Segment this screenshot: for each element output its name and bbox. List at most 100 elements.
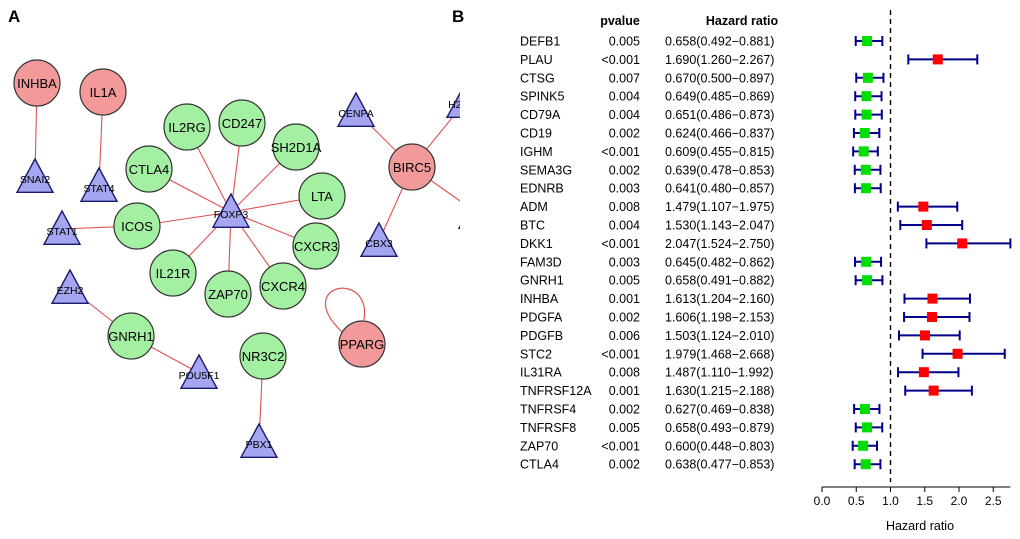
- gene-name: TNFRSF4: [520, 403, 576, 417]
- node-label: CENPA: [338, 108, 373, 120]
- x-tick-label: 1.5: [916, 494, 933, 508]
- gene-name: PDGFB: [520, 329, 563, 343]
- hazard-ratio-cell: 0.600(0.448−0.803): [665, 439, 774, 453]
- hr-point-marker: [927, 312, 938, 322]
- node-label: PPARG: [340, 337, 385, 352]
- node-nr3c2: NR3C2: [239, 332, 287, 380]
- gene-name: SEMA3G: [520, 163, 572, 177]
- node-il2rg: IL2RG: [163, 103, 211, 151]
- hazard-ratio-cell: 1.690(1.260−2.267): [665, 53, 774, 67]
- node-label: STAT1: [46, 226, 77, 238]
- gene-circle-shape: [13, 59, 61, 107]
- pvalue-cell: 0.002: [609, 163, 640, 177]
- forest-row: CD79A 0.004 0.651(0.486−0.873): [520, 108, 883, 122]
- gene-name: IL31RA: [520, 366, 562, 380]
- gene-circle-shape: [113, 202, 161, 250]
- hr-point-marker: [860, 164, 871, 175]
- gene-circle-shape: [239, 332, 287, 380]
- node-label: EZH2: [57, 285, 84, 297]
- pvalue-cell: 0.008: [609, 200, 640, 214]
- hr-point-marker: [927, 293, 938, 304]
- hr-point-marker: [860, 459, 871, 470]
- hr-point-marker: [861, 109, 872, 120]
- node-il21r: IL21R: [149, 249, 197, 297]
- pvalue-cell: 0.004: [609, 90, 640, 104]
- tf-triangle-shape: [457, 224, 460, 230]
- gene-name: CD79A: [520, 108, 561, 122]
- hazard-ratio-cell: 0.624(0.466−0.837): [665, 127, 774, 141]
- x-tick-label: 0.0: [814, 494, 831, 508]
- pvalue-cell: 0.006: [609, 329, 640, 343]
- gene-name: IGHM: [520, 145, 553, 159]
- pvalue-cell: 0.002: [609, 127, 640, 141]
- gene-circle-shape: [204, 270, 252, 318]
- hazard-ratio-cell: 1.503(1.124−2.010): [665, 329, 774, 343]
- node-cenpa: CENPA: [336, 91, 376, 128]
- hr-point-marker: [859, 128, 870, 138]
- gene-circle-shape: [125, 145, 173, 193]
- pvalue-cell: 0.007: [609, 71, 640, 85]
- gene-name: GNRH1: [520, 274, 564, 288]
- node-pbx1: PBX1: [239, 422, 279, 458]
- forest-row: PDGFB 0.006 1.503(1.124−2.010): [520, 329, 961, 343]
- gene-name: EDNRB: [520, 182, 564, 196]
- node-stat1: STAT1: [42, 209, 82, 246]
- node-inhba: INHBA: [13, 59, 61, 107]
- gene-circle-shape: [149, 249, 197, 297]
- node-label: SH2D1A: [271, 140, 322, 155]
- hr-point-marker: [862, 36, 873, 46]
- gene-circle-shape: [298, 172, 346, 220]
- hazard-ratio-cell: 0.651(0.486−0.873): [665, 108, 774, 122]
- gene-name: TNFRSF8: [520, 421, 576, 435]
- gene-name: DEFB1: [520, 35, 560, 49]
- node-label: CTLA4: [129, 162, 169, 177]
- gene-circle-shape: [79, 68, 127, 116]
- gene-name: TNFRSF12A: [520, 384, 592, 398]
- node-snai2: SNAI2: [15, 157, 55, 194]
- node-foxp3: FOXP3: [211, 192, 251, 229]
- hazard-ratio-cell: 1.630(1.215−2.188): [665, 384, 774, 398]
- hr-point-marker: [858, 440, 869, 451]
- hr-point-marker: [860, 183, 871, 194]
- gene-name: PLAU: [520, 53, 553, 67]
- node-label: H2AFX: [448, 99, 460, 111]
- pvalue-cell: <0.001: [601, 347, 640, 361]
- hr-point-marker: [861, 256, 872, 267]
- node-sh2d1a: SH2D1A: [271, 123, 322, 171]
- tf-triangle-shape: [359, 221, 399, 257]
- hr-point-marker: [862, 422, 873, 433]
- tf-triangle-shape: [50, 268, 90, 304]
- hazard-ratio-column-header: Hazard ratio: [706, 14, 779, 28]
- node-gnrh1: GNRH1: [107, 312, 155, 360]
- node-h2afx: H2AFX: [445, 91, 460, 119]
- hr-point-marker: [858, 146, 869, 157]
- pvalue-cell: 0.004: [609, 108, 640, 122]
- hazard-ratio-cell: 0.645(0.482−0.862): [665, 255, 774, 269]
- hazard-ratio-cell: 0.641(0.480−0.857): [665, 182, 774, 196]
- node-il1a: IL1A: [79, 68, 127, 116]
- x-axis-title: Hazard ratio: [886, 519, 954, 533]
- hazard-ratio-cell: 0.638(0.477−0.853): [665, 458, 774, 472]
- gene-name: BTC: [520, 219, 545, 233]
- hazard-ratio-cell: 0.609(0.455−0.815): [665, 145, 774, 159]
- tf-triangle-shape: [79, 166, 119, 203]
- node-label: SNAI2: [20, 174, 51, 186]
